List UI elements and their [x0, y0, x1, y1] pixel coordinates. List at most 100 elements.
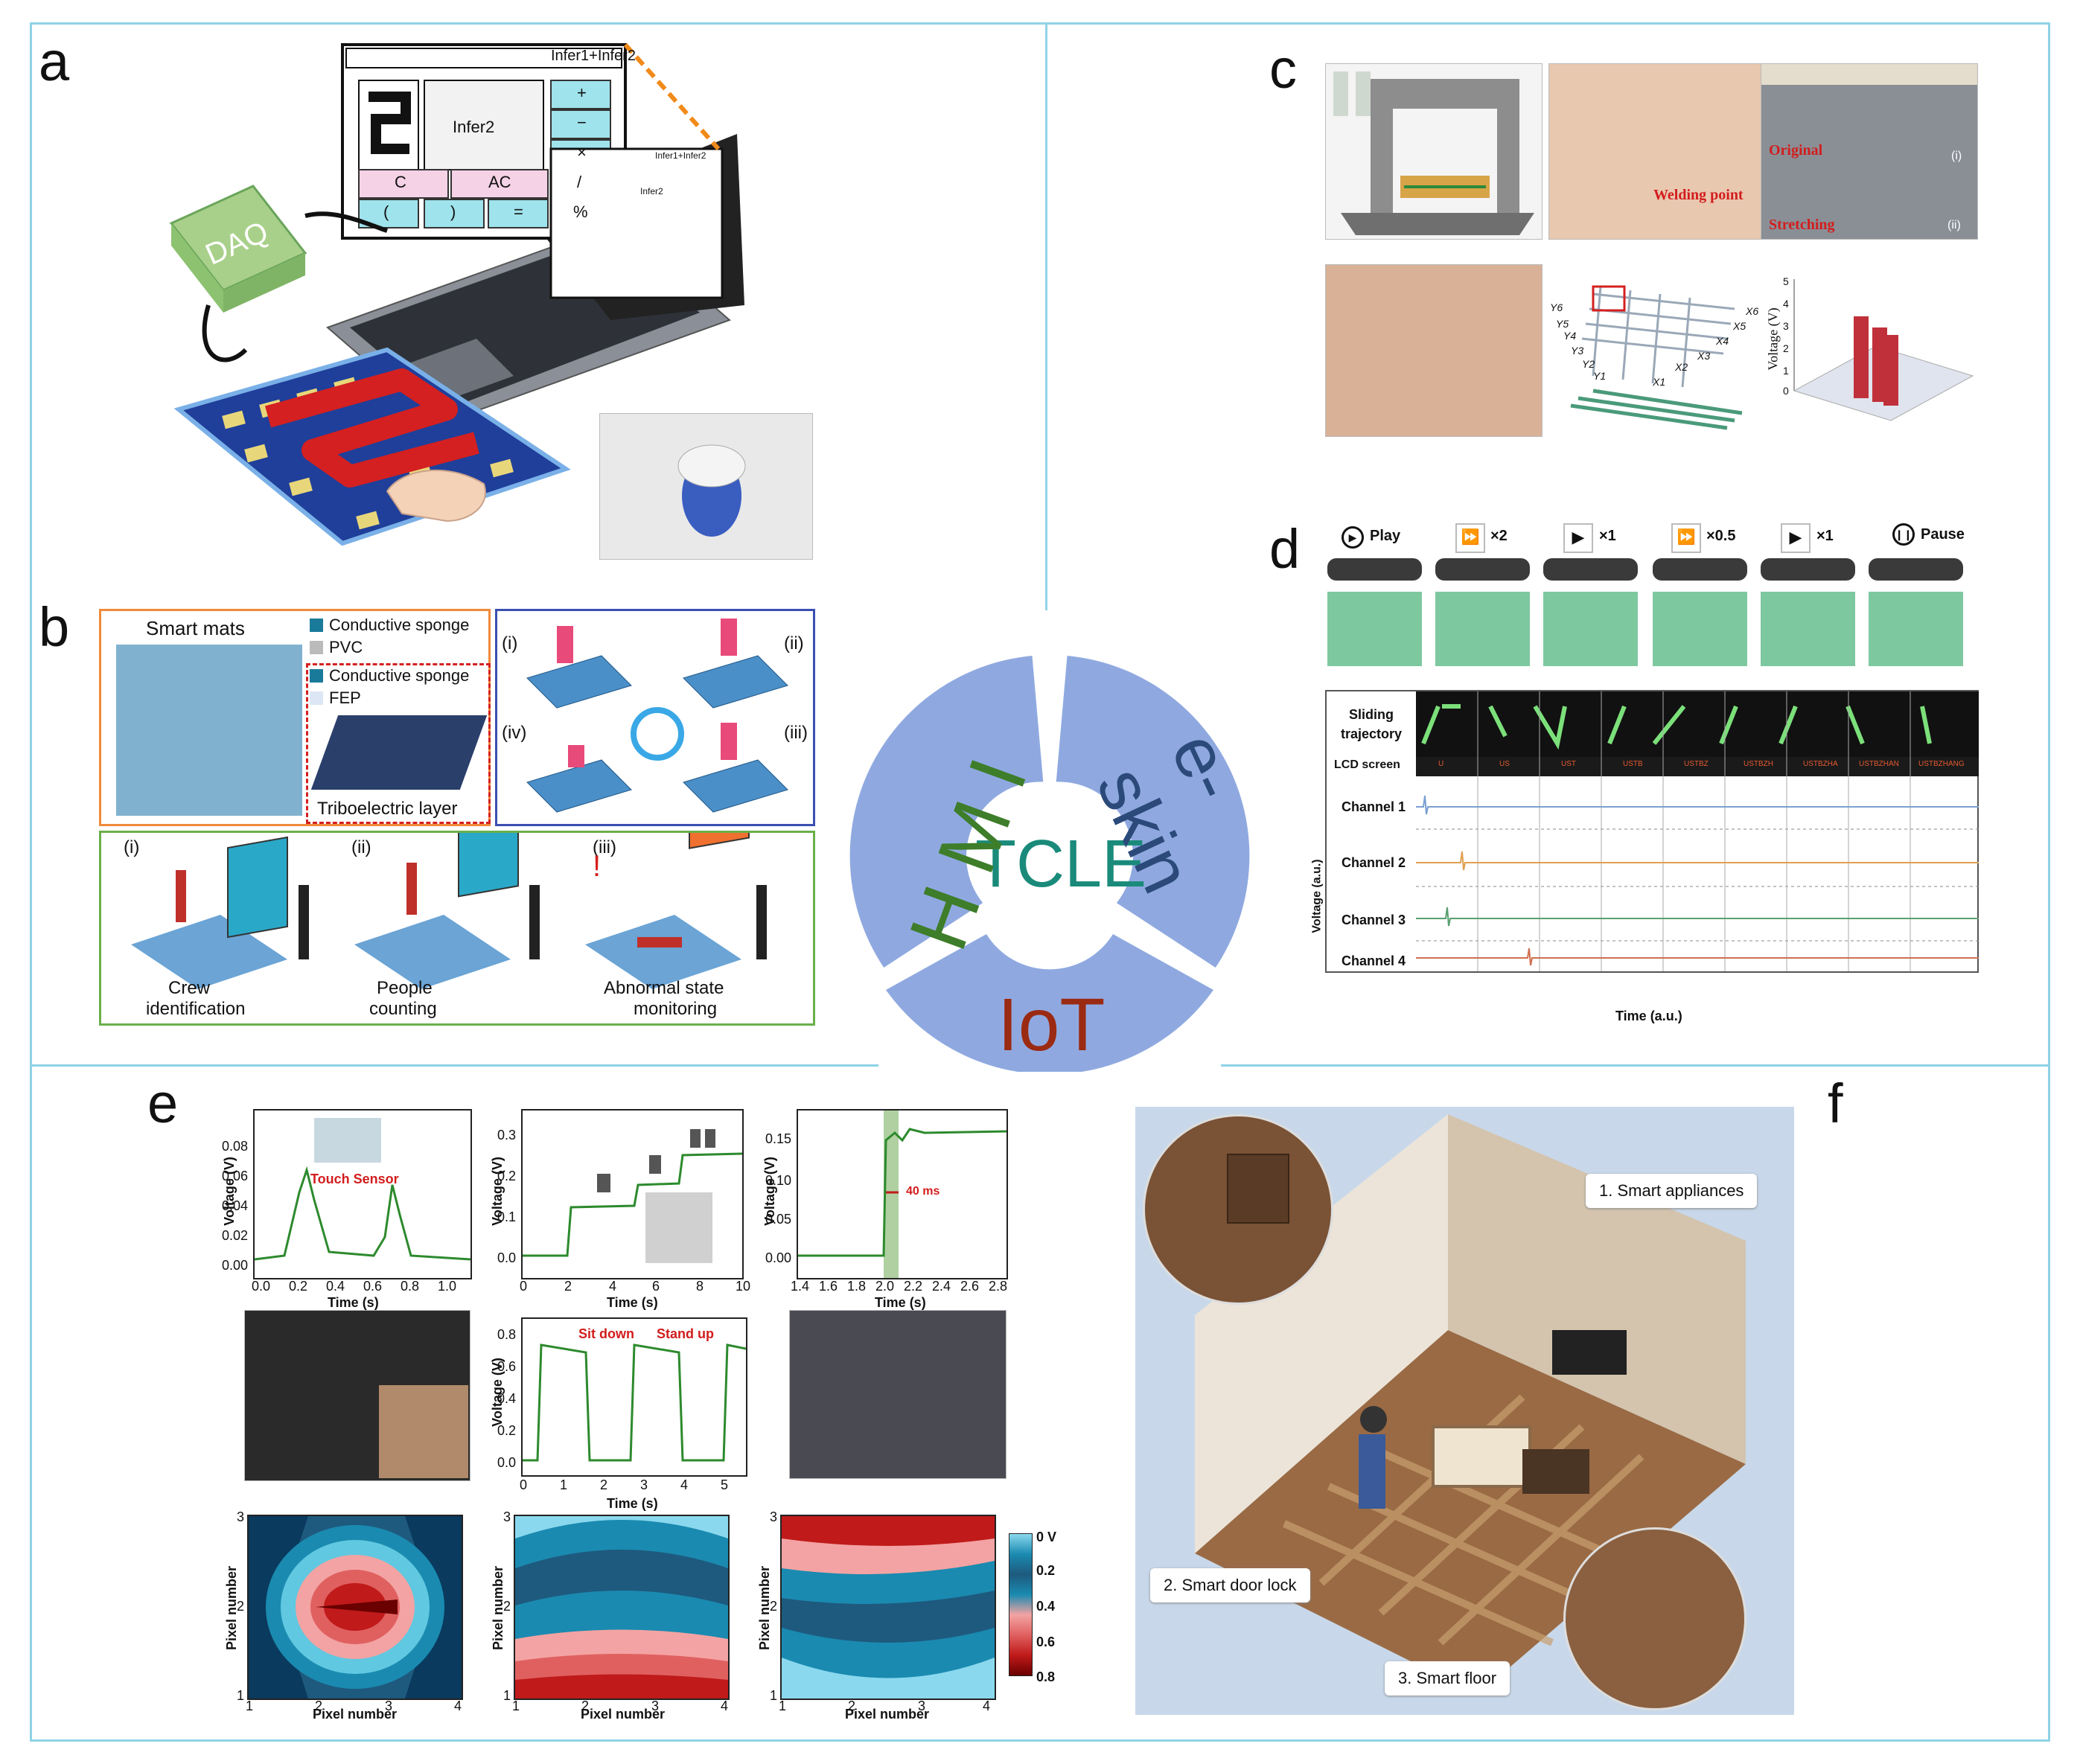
heat3-ytick-1: 1 [770, 1688, 778, 1703]
channel-1-label: Channel 1 [1342, 799, 1406, 814]
callout-smart-appliances: 1. Smart appliances [1586, 1174, 1758, 1208]
e-plot3-xlabel: Time (s) [875, 1295, 926, 1310]
control-play-icon-3: ▶ [1781, 523, 1811, 553]
ruler [1761, 64, 1977, 85]
grid-y2: Y2 [1582, 358, 1595, 370]
panel-b-modes-box: (i) (ii) (iv) (iii) [495, 609, 815, 826]
e-chair-photo [244, 1310, 470, 1481]
outer-frame [30, 22, 2050, 1742]
channel-4-label: Channel 4 [1342, 953, 1406, 968]
app-crew-label-1: Crew [168, 978, 211, 998]
lcd-text-8: USTBZHAN [1859, 760, 1899, 768]
legend-sponge-icon-2 [310, 669, 323, 683]
panel-f-letter: f [1828, 1073, 1843, 1134]
keypad [1227, 1154, 1289, 1224]
panel-c-grid-diagram: Y6 Y5 Y4 Y3 Y2 Y1 X1 X2 X3 X4 X5 X6 [1548, 264, 1761, 435]
calc-key-ac: AC [488, 173, 511, 191]
e-plot2-ytick-3: 0.3 [497, 1128, 517, 1143]
e-plot1-xtick-0: 0.0 [252, 1279, 271, 1294]
heat3-ytick-2: 2 [770, 1599, 778, 1614]
lcd-text-7: USTBZHA [1803, 760, 1838, 768]
heat2-xlabel: Pixel number [581, 1707, 666, 1722]
e-plot1-xlabel: Time (s) [328, 1295, 379, 1310]
chair-grid [379, 1385, 468, 1478]
e-plot2-ytick-2: 0.2 [497, 1169, 517, 1183]
trajectory-strip [1416, 691, 1979, 757]
panel-c-arm-photo [1325, 264, 1543, 437]
f-inset-door-keypad [1143, 1114, 1333, 1305]
e-plot2-xtick-1: 2 [564, 1279, 572, 1294]
legend-pvc: PVC [329, 638, 363, 656]
legend-sponge-icon [310, 619, 323, 632]
control-pause-icon: ❙❙ [1892, 523, 1915, 546]
grid-x3: X3 [1697, 350, 1711, 362]
callout-smart-floor: 3. Smart floor [1385, 1661, 1510, 1696]
e-plot1-ylabel: Voltage (V) [221, 1157, 237, 1226]
touch-sensor-label: Touch Sensor [310, 1172, 399, 1186]
control-play-label: Play [1370, 528, 1401, 544]
triboelectric-layer-image [310, 715, 488, 790]
heat3-ytick-3: 3 [770, 1509, 778, 1524]
lcd-strip [1416, 757, 1979, 776]
ii-label: (ii) [1947, 219, 1961, 231]
c-z-tick-3: 3 [1783, 320, 1789, 332]
heat3-xtick-3: 3 [918, 1699, 926, 1713]
e-plot3-xtick-1: 1.6 [819, 1279, 838, 1294]
ms-label: 40 ms [906, 1185, 940, 1198]
calc-key-equals: = [514, 202, 523, 221]
center-ring: TCLE HMI e-skin IoT [834, 640, 1266, 1075]
lcd-text-3: UST [1561, 760, 1576, 768]
legend-box-dashed [306, 663, 491, 824]
d-x-axis: Time (a.u.) [1615, 1009, 1682, 1023]
calc-key-lparen: ( [383, 202, 389, 221]
lcd-text-6: USTBZH [1744, 760, 1773, 768]
panel-c-stretch-photo: Original (i) Stretching (ii) [1761, 63, 1978, 240]
heat3-xtick-2: 2 [848, 1699, 856, 1713]
touch-sensor-photo [314, 1118, 381, 1163]
stand-up-label: Stand up [657, 1326, 714, 1341]
panel-b-letter: b [39, 596, 70, 658]
colorbar [1009, 1533, 1033, 1676]
mode-iii-label: (iii) [784, 723, 808, 743]
grid-y1: Y1 [1593, 370, 1607, 382]
legend-sponge-2: Conductive sponge [329, 666, 470, 685]
panel-d-letter: d [1269, 518, 1301, 580]
control-x1-label-2: ×1 [1816, 528, 1834, 544]
stretching-label: Stretching [1769, 217, 1835, 233]
control-x1-label: ×1 [1599, 528, 1616, 544]
e-plot4-xtick-2: 2 [600, 1477, 608, 1492]
control-ff-icon-2: ⏩ [1671, 523, 1701, 553]
mode-ii-label: (ii) [784, 633, 804, 653]
heat1-ytick-3: 3 [237, 1509, 245, 1524]
heat3-xtick-1: 1 [779, 1699, 787, 1713]
heat2-ytick-3: 3 [503, 1509, 511, 1524]
c-z-tick-0: 0 [1783, 385, 1789, 397]
heat1-xtick-1: 1 [246, 1699, 254, 1713]
e-plot2-xtick-4: 8 [696, 1279, 704, 1294]
e-plot2-xtick-3: 6 [652, 1279, 660, 1294]
e-plot1-ytick-3: 0.06 [222, 1169, 249, 1183]
e-plot3-ytick-2: 0.10 [765, 1173, 792, 1188]
sliding-trajectory-label: Sliding trajectory [1340, 707, 1403, 741]
heat1-ytick-1: 1 [237, 1688, 245, 1703]
heat1-xtick-3: 3 [385, 1699, 393, 1713]
e-plot1-ytick-1: 0.02 [222, 1228, 249, 1243]
e-plot4-ytick-4: 0.8 [497, 1327, 517, 1342]
e-plot3-xtick-6: 2.6 [960, 1279, 980, 1294]
e-plot3-xtick-4: 2.2 [904, 1279, 923, 1294]
e-plot-weights [521, 1109, 744, 1279]
screen-title-small: Infer1+Infer2 [655, 150, 706, 161]
cbar-tick-1: 0.2 [1036, 1563, 1056, 1578]
heat2-xtick-3: 3 [651, 1699, 660, 1713]
e-person-photo [789, 1310, 1006, 1479]
mode-i-label: (i) [502, 633, 518, 653]
e-plot2-ytick-0: 0.0 [497, 1250, 517, 1265]
c-voltage-axis: Voltage (V) [1765, 307, 1781, 371]
grid-y3: Y3 [1571, 345, 1584, 357]
screen-value-small: Infer2 [640, 186, 663, 196]
control-play-icon: ▶ [1342, 526, 1364, 549]
cbar-tick-3: 0.6 [1036, 1634, 1056, 1649]
grid-y4: Y4 [1563, 330, 1577, 342]
lcd-text-4: USTB [1623, 760, 1643, 768]
panel-d: ▶ Play ⏩ ×2 ▶ ×1 ⏩ ×0.5 ▶ ×1 ❙❙ Pause Sl… [1311, 517, 1980, 1031]
